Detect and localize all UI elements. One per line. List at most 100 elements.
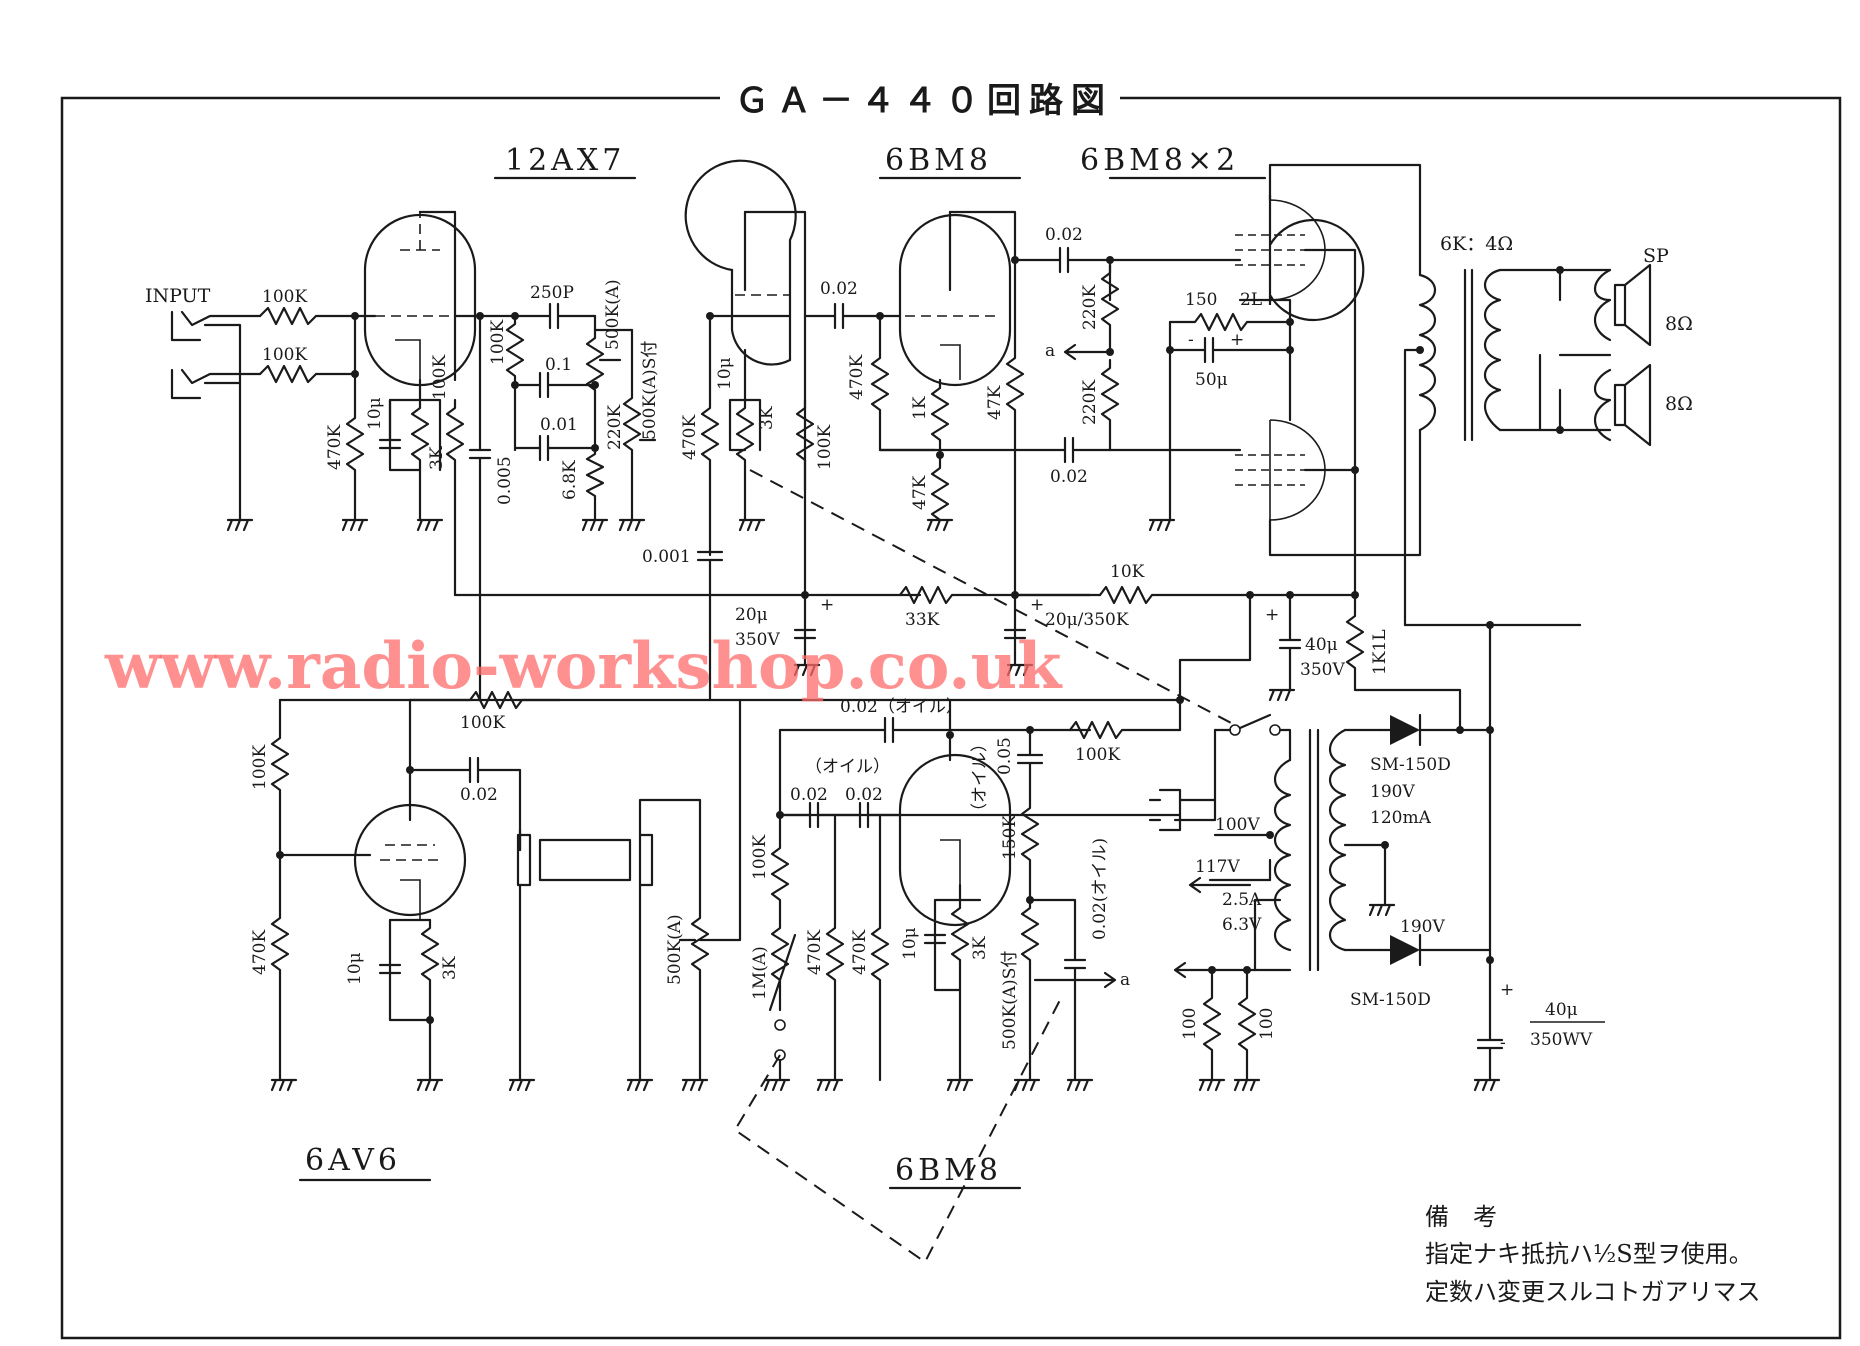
svg-text:2.5A: 2.5A [1222,890,1262,910]
capacitor-10u-cathode1 [378,398,402,450]
svg-text:-: - [1500,1033,1506,1053]
svg-text:100K: 100K [460,713,505,733]
svg-text:40μ: 40μ [1545,1000,1578,1020]
svg-text:a: a [1045,341,1055,361]
resistor-100k-input1 [258,306,357,326]
svg-text:50μ: 50μ [1195,370,1228,390]
tube-6bm8-reverb-triode [898,753,1012,927]
svg-text:470K: 470K [847,355,867,400]
svg-text:0.01: 0.01 [540,415,578,435]
tube-label-6bm8-reverb: 6BM8 [895,1153,1002,1188]
svg-text:100V: 100V [1215,815,1260,835]
input-label: INPUT [145,285,211,307]
svg-text:120mA: 120mA [1370,808,1432,828]
resistor-100k-plate2 [795,398,815,492]
capacitor-002-oil [868,716,1082,744]
resistor-470k-v5b [870,813,890,1082]
ot-ratio-label: 6K：4Ω [1440,233,1513,255]
resistor-3k-cathode2 [735,398,755,522]
svg-text:190V: 190V [1400,917,1445,937]
ac-plug[interactable] [1148,788,1182,832]
resistor-47k-pi-plate [1005,348,1025,597]
svg-text:117V: 117V [1195,857,1240,877]
svg-text:3K: 3K [427,446,447,470]
svg-text:220K: 220K [1080,380,1100,425]
capacitor-0005 [468,314,492,642]
resistor-470k-grid [345,408,365,522]
svg-text:500K(A): 500K(A) [665,914,685,985]
svg-text:6.8K: 6.8K [560,460,580,500]
capacitor-10u-v5 [923,933,947,945]
resistor-100k-top [1068,720,1182,740]
resistor-100k-plate1 [445,398,465,492]
svg-text:350V: 350V [1300,660,1345,680]
svg-text:3K: 3K [757,406,777,430]
svg-text:10μ: 10μ [900,927,920,960]
svg-text:470K: 470K [805,930,825,975]
svg-text:100K: 100K [262,345,307,365]
resistor-150-2l [1168,312,1292,332]
svg-text:100K: 100K [488,320,508,365]
resistor-100k-tone [505,314,525,387]
tube-6bm8-pi [898,213,1012,387]
svg-text:10K: 10K [1110,562,1145,582]
svg-text:3K: 3K [440,956,460,980]
svg-text:0.005: 0.005 [495,456,515,505]
tube-label-12ax7: 12AX7 [505,143,625,178]
svg-text:220K: 220K [605,405,625,450]
svg-text:10μ: 10μ [715,357,735,390]
tube-label-6av6: 6AV6 [305,1143,401,1178]
resistor-220k-g1 [1100,263,1120,352]
svg-text:a: a [1120,970,1130,990]
potentiometer-1m-a[interactable] [768,918,797,1012]
potentiometer-500k-a[interactable] [585,328,622,402]
tube-label-6bm8x2: 6BM8×2 [1080,143,1239,178]
svg-text:1K1L: 1K1L [1370,629,1390,675]
svg-text:+: + [820,595,834,615]
svg-text:0.02（オイル）: 0.02（オイル） [840,697,963,717]
svg-text:47K: 47K [985,385,1005,420]
input-jack-1[interactable] [170,310,262,472]
resistor-1k-pi [930,378,950,462]
svg-text:-: - [1188,330,1194,350]
power-switch[interactable] [1229,713,1281,736]
svg-text:33K: 33K [905,610,940,630]
capacitor-0001 [696,550,724,702]
resistor-470k-v5a [825,813,845,1082]
svg-text:220K: 220K [1080,285,1100,330]
tube-label-6bm8-driver: 6BM8 [885,143,992,178]
resistor-10k [1098,585,1252,605]
svg-text:470K: 470K [325,425,345,470]
resistor-100-b [1237,988,1257,1082]
input-jack-2[interactable] [170,368,262,400]
resistor-220k [585,446,605,522]
svg-text:0.02: 0.02 [1050,467,1088,487]
resistor-33k [898,585,1092,605]
resistor-100-a [1202,988,1222,1082]
speaker-2 [1593,363,1652,447]
potentiometer-500k-as[interactable] [622,328,657,522]
svg-text:0.02(オイル): 0.02(オイル) [1090,838,1110,940]
svg-text:0.05: 0.05 [995,737,1015,775]
svg-text:3K: 3K [970,936,990,960]
svg-text:0.001: 0.001 [642,547,691,567]
capacitor-10u-v4 [378,963,402,975]
tube-6bm8-triode-2 [684,159,797,366]
tube-12ax7 [363,211,477,387]
remarks-line-2: 定数ハ変更スルコトガアリマス [1425,1278,1761,1306]
svg-text:1M(A): 1M(A) [750,946,770,1000]
svg-text:0.1: 0.1 [545,355,572,375]
switch-linkage-lower [733,999,1061,1264]
diode-sm150d-1 [1390,713,1492,747]
svg-text:500K(A)S付: 500K(A)S付 [1000,951,1020,1050]
diode-sm150d-2 [1390,933,1492,967]
capacitor-250p [528,302,597,330]
svg-text:350WV: 350WV [1530,1030,1593,1050]
potentiometer-500k-a-v4[interactable] [678,908,710,1082]
diagram-title: ＧＡ－４４０回路図 [735,81,1113,121]
resistor-1k1l [1345,593,1462,717]
resistor-47k-pi [930,458,950,522]
potentiometer-500k-as-v5[interactable] [1020,898,1040,1082]
svg-text:SP: SP [1643,245,1669,267]
svg-text:（オイル）: （オイル） [970,735,990,820]
